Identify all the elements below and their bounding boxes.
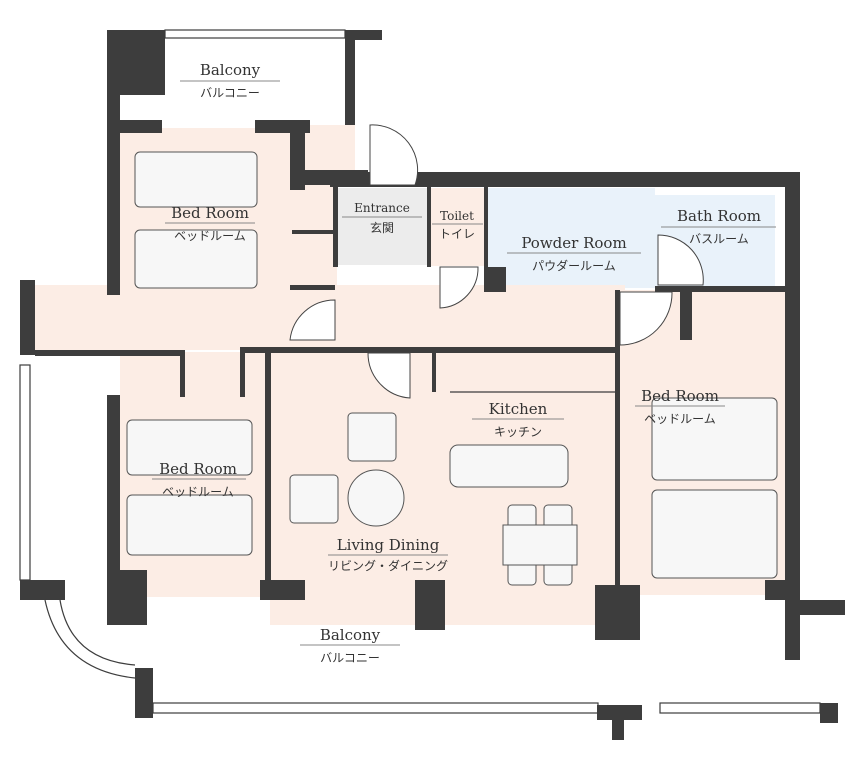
closet-floor [292,185,337,290]
label-entrance: Entrance 玄関 [342,201,422,235]
entrance-door [369,124,419,186]
room-name-jp: ベッドルーム [162,485,234,499]
label-bedroom-1: Bed Room ベッドルーム [165,204,255,243]
round-table [347,469,405,527]
room-name-en: Bed Room [171,204,249,222]
bed [651,489,778,579]
bed [134,229,258,289]
railings [19,29,821,714]
room-name-jp: パウダールーム [532,258,616,273]
room-name-en: Bed Room [159,460,237,478]
room-name-en: Bed Room [641,387,719,405]
room-name-en: Powder Room [521,234,626,252]
furniture [126,151,778,586]
kitchen-counter [449,444,569,488]
room-name-en: Living Dining [337,536,440,554]
room-name-en: Entrance [354,201,410,215]
room-name-en: Balcony [320,626,381,644]
label-bedroom-3: Bed Room ベッドルーム [635,387,725,426]
bed [651,397,778,481]
label-bath-room: Bath Room バスルーム [661,207,776,246]
label-balcony-bottom: Balcony バルコニー [300,626,400,665]
room-name-en: Toilet [440,209,474,223]
room-name-en: Bath Room [677,207,761,225]
storage-floor [305,125,355,170]
room-name-jp: キッチン [494,425,542,439]
bedroom-3-door [619,291,673,346]
room-name-jp: リビング・ダイニング [328,558,448,573]
label-bedroom-2: Bed Room ベッドルーム [152,460,246,499]
bath-door [657,234,704,286]
walls [20,30,845,740]
label-toilet: Toilet トイレ [432,209,483,241]
room-name-jp: ベッドルーム [644,412,716,426]
room-name-jp: バルコニー [200,86,260,100]
label-powder-room: Powder Room パウダールーム [507,234,641,273]
armchair [347,412,397,462]
dining-table [502,524,578,566]
room-name-jp: ベッドルーム [174,229,246,243]
room-name-jp: バルコニー [320,651,380,665]
label-kitchen: Kitchen キッチン [472,400,564,439]
living-door [367,352,411,399]
room-labels: Balcony バルコニー Bed Room ベッドルーム Entrance 玄… [152,61,776,665]
label-balcony-top: Balcony バルコニー [180,61,280,100]
bed [126,419,253,476]
room-name-jp: バスルーム [689,232,749,246]
room-name-en: Balcony [200,61,261,79]
room-name-jp: トイレ [439,227,475,241]
hall-door [289,299,336,341]
doors [289,124,704,399]
room-name-jp: 玄関 [370,220,394,235]
toilet-door [439,266,479,309]
bed [126,494,253,556]
toilet-floor [430,188,486,266]
armchair [289,474,339,524]
bed [134,151,258,208]
label-living-dining: Living Dining リビング・ダイニング [328,536,448,573]
room-name-en: Kitchen [489,400,548,418]
powder-room-floor [487,188,655,288]
entrance-floor [337,188,428,265]
